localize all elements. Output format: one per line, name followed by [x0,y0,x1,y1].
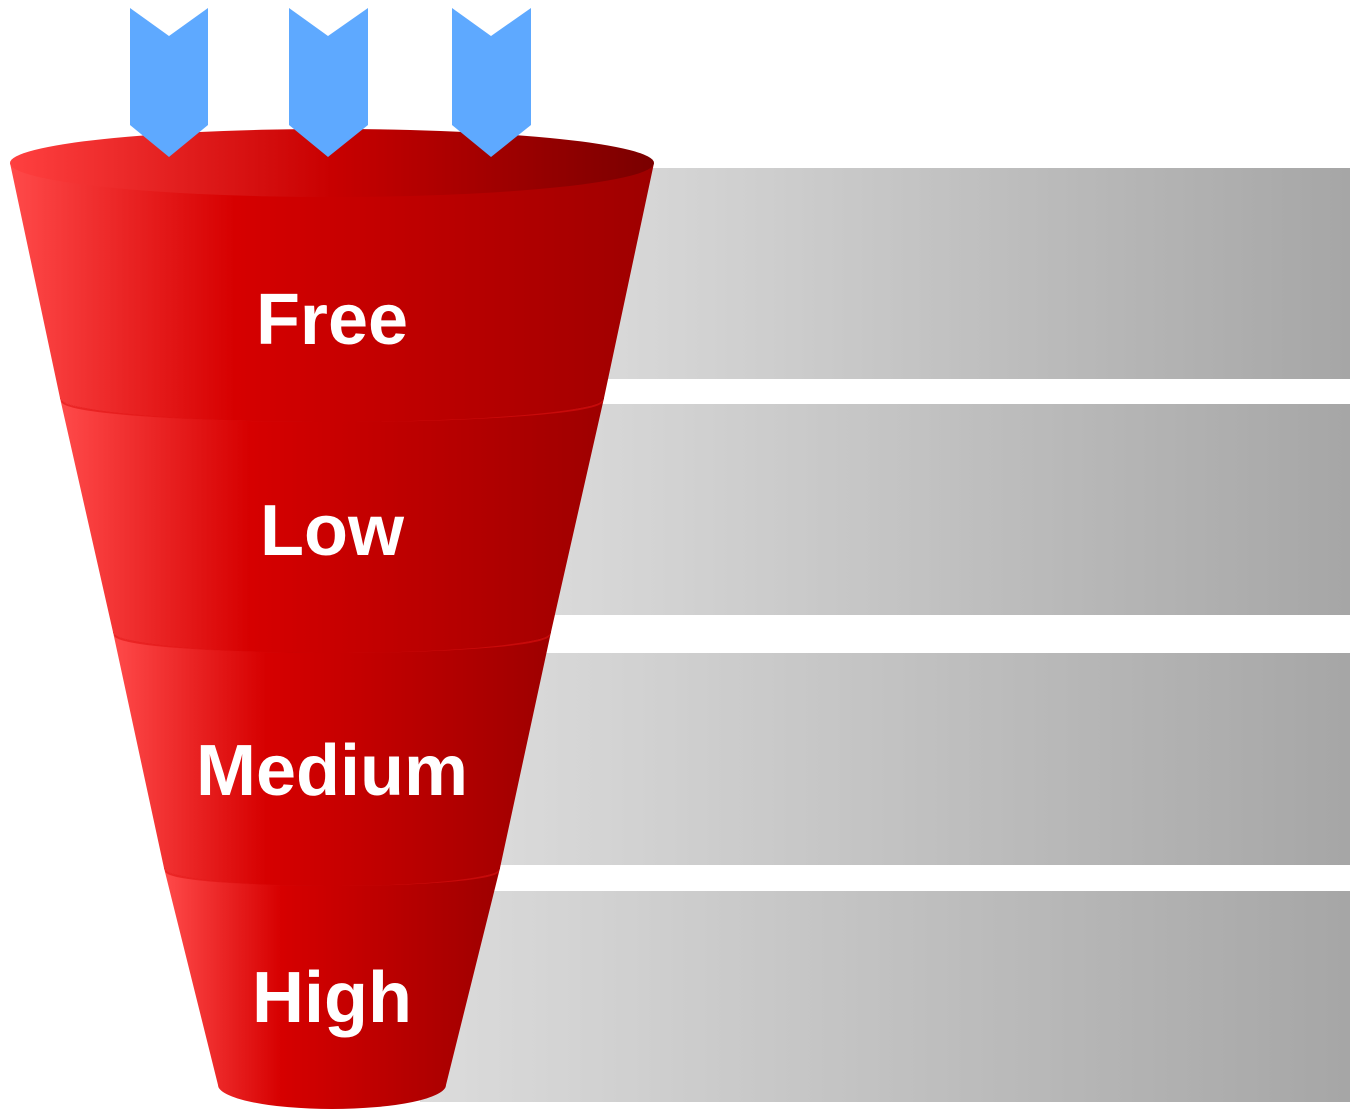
input-arrow-icon [130,8,208,157]
funnel-segment [10,163,654,422]
funnel-segment [60,398,604,653]
funnel-segment [164,868,500,1109]
band-low [520,404,1350,615]
stage-label-high: High [252,958,412,1038]
funnel: High Medium Low Free [10,129,654,1109]
input-arrow-icon [289,8,368,157]
funnel-segment [113,632,551,886]
stage-label-low: Low [260,491,405,571]
description-bands [420,168,1350,1102]
band-free [560,168,1350,379]
band-medium [470,653,1350,865]
band-high [420,891,1350,1102]
input-arrows [130,8,531,157]
input-arrow-icon [452,8,531,157]
stage-label-free: Free [256,280,408,360]
stage-label-medium: Medium [196,731,468,811]
